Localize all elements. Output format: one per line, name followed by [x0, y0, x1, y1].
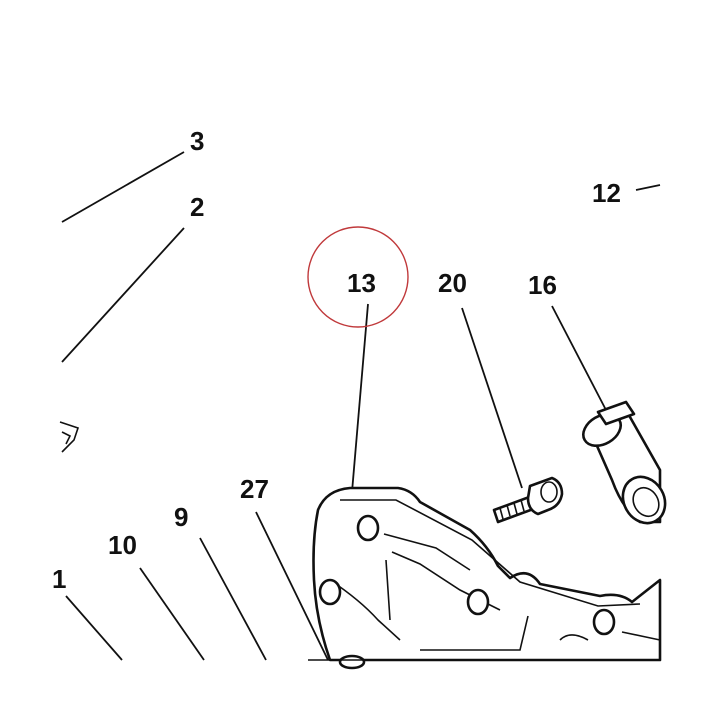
sleeve-part-16 [582, 400, 667, 525]
leader-line-12 [635, 184, 661, 191]
leader-line-10 [139, 567, 205, 661]
highlight-circle [307, 226, 409, 328]
left-edge-part [59, 421, 80, 453]
leader-line-16 [551, 305, 607, 411]
bolt-part-20 [492, 476, 564, 524]
leader-line-1 [65, 595, 123, 661]
callout-27: 27 [240, 474, 269, 504]
leader-line-9 [199, 537, 267, 661]
leader-line-3 [61, 151, 185, 223]
callout-20: 20 [438, 268, 467, 298]
bracket-part-13 [308, 486, 662, 670]
leader-line-13 [351, 303, 369, 493]
callout-13: 13 [347, 268, 376, 298]
callout-16: 16 [528, 270, 557, 300]
callout-12: 12 [592, 178, 621, 208]
callout-1: 1 [52, 564, 66, 594]
callout-2: 2 [190, 192, 204, 222]
leader-line-2 [61, 227, 185, 363]
callout-10: 10 [108, 530, 137, 560]
callout-9: 9 [174, 502, 188, 532]
leader-line-20 [461, 307, 523, 489]
callout-3: 3 [190, 126, 204, 156]
leader-line-27 [255, 511, 329, 661]
